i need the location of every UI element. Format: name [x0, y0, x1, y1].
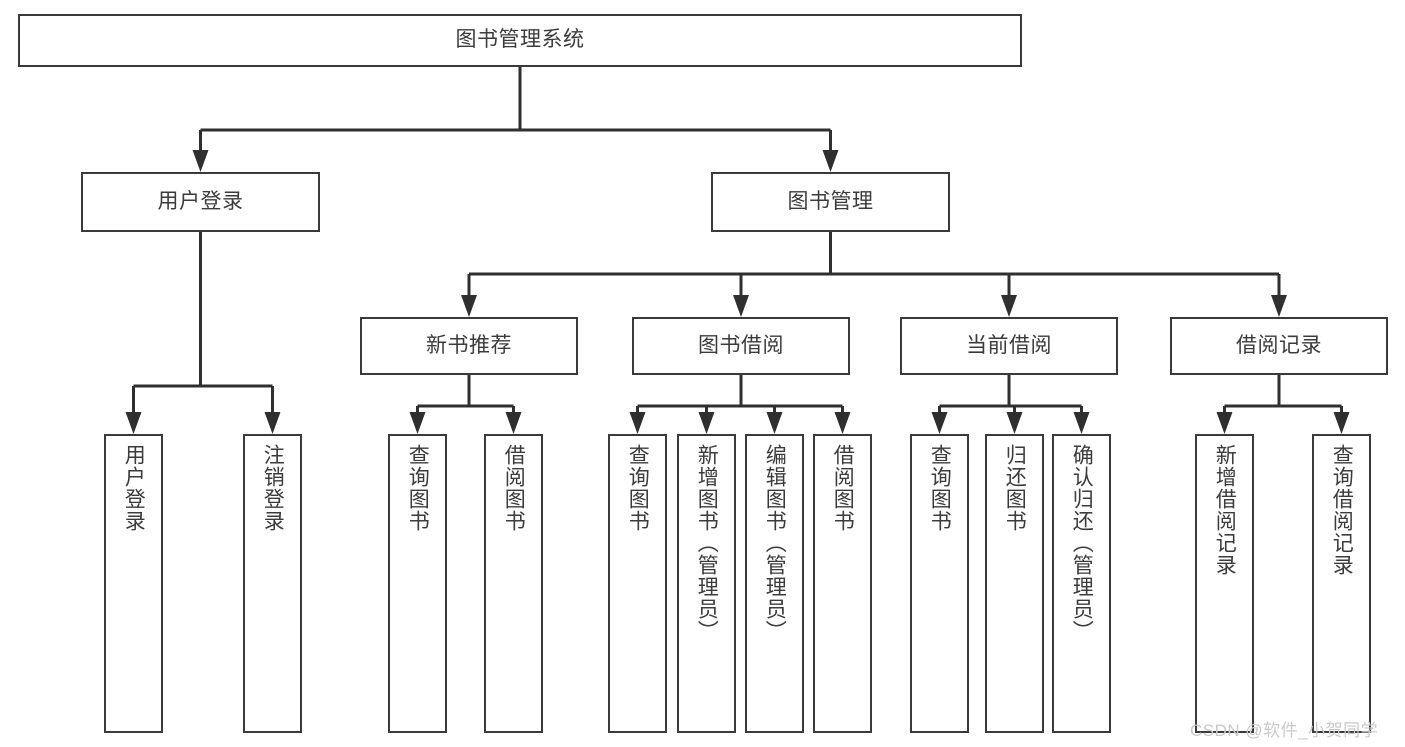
node-book-manage[interactable]: 图书管理 [711, 172, 950, 232]
node-label: 确认归还（管理员） [1070, 444, 1094, 642]
node-label: 借阅图书 [502, 444, 526, 532]
node-label: 借阅记录 [1236, 333, 1322, 357]
node-label: 新书推荐 [426, 333, 512, 357]
node-label: 当前借阅 [966, 333, 1052, 357]
node-label: 查询借阅记录 [1330, 444, 1354, 576]
node-label: 查询图书 [626, 444, 650, 532]
node-label: 用户登录 [122, 444, 146, 532]
node-leaf-query-record[interactable]: 查询借阅记录 [1312, 434, 1371, 733]
node-root[interactable]: 图书管理系统 [18, 14, 1022, 67]
node-leaf-add-record[interactable]: 新增借阅记录 [1195, 434, 1254, 733]
node-current-borrow[interactable]: 当前借阅 [900, 317, 1118, 375]
node-leaf-add-book[interactable]: 新增图书（管理员） [677, 434, 736, 733]
node-label: 借阅图书 [831, 444, 855, 532]
node-leaf-confirm-return[interactable]: 确认归还（管理员） [1052, 434, 1111, 733]
node-leaf-borrow-book-1[interactable]: 借阅图书 [484, 434, 543, 733]
watermark-label: CSDN @软件_小贺同学 [1190, 721, 1379, 740]
node-label: 新增图书（管理员） [695, 444, 719, 642]
node-borrow-record[interactable]: 借阅记录 [1170, 317, 1388, 375]
node-leaf-borrow-book-2[interactable]: 借阅图书 [813, 434, 872, 733]
node-label: 图书借阅 [698, 333, 784, 357]
node-leaf-query-book-3[interactable]: 查询图书 [910, 434, 969, 733]
node-label: 新增借阅记录 [1213, 444, 1237, 576]
node-leaf-query-book-1[interactable]: 查询图书 [388, 434, 447, 733]
node-leaf-edit-book[interactable]: 编辑图书（管理员） [745, 434, 804, 733]
node-label: 注销登录 [261, 444, 285, 532]
node-leaf-return-book[interactable]: 归还图书 [985, 434, 1044, 733]
node-new-book-rec[interactable]: 新书推荐 [360, 317, 578, 375]
node-book-borrow[interactable]: 图书借阅 [632, 317, 850, 375]
node-leaf-logout[interactable]: 注销登录 [243, 434, 302, 733]
node-label: 用户登录 [157, 189, 244, 213]
node-leaf-user-login[interactable]: 用户登录 [104, 434, 163, 733]
node-label: 查询图书 [406, 444, 430, 532]
node-label: 编辑图书（管理员） [763, 444, 787, 642]
node-user-login[interactable]: 用户登录 [81, 172, 320, 232]
node-label: 图书管理 [787, 189, 874, 213]
node-label: 归还图书 [1003, 444, 1027, 532]
node-leaf-query-book-2[interactable]: 查询图书 [608, 434, 667, 733]
node-label: 查询图书 [928, 444, 952, 532]
node-label: 图书管理系统 [455, 28, 585, 52]
